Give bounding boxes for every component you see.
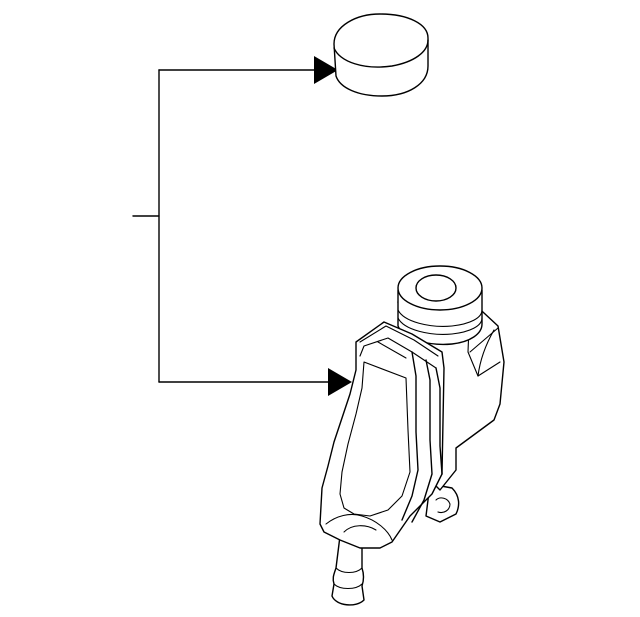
power-steering-reservoir-icon bbox=[319, 265, 505, 606]
arrowhead-reservoir bbox=[328, 368, 352, 396]
arrowhead-cap bbox=[314, 56, 338, 84]
reservoir-cap-icon bbox=[333, 13, 429, 97]
callout-bracket bbox=[132, 56, 352, 396]
